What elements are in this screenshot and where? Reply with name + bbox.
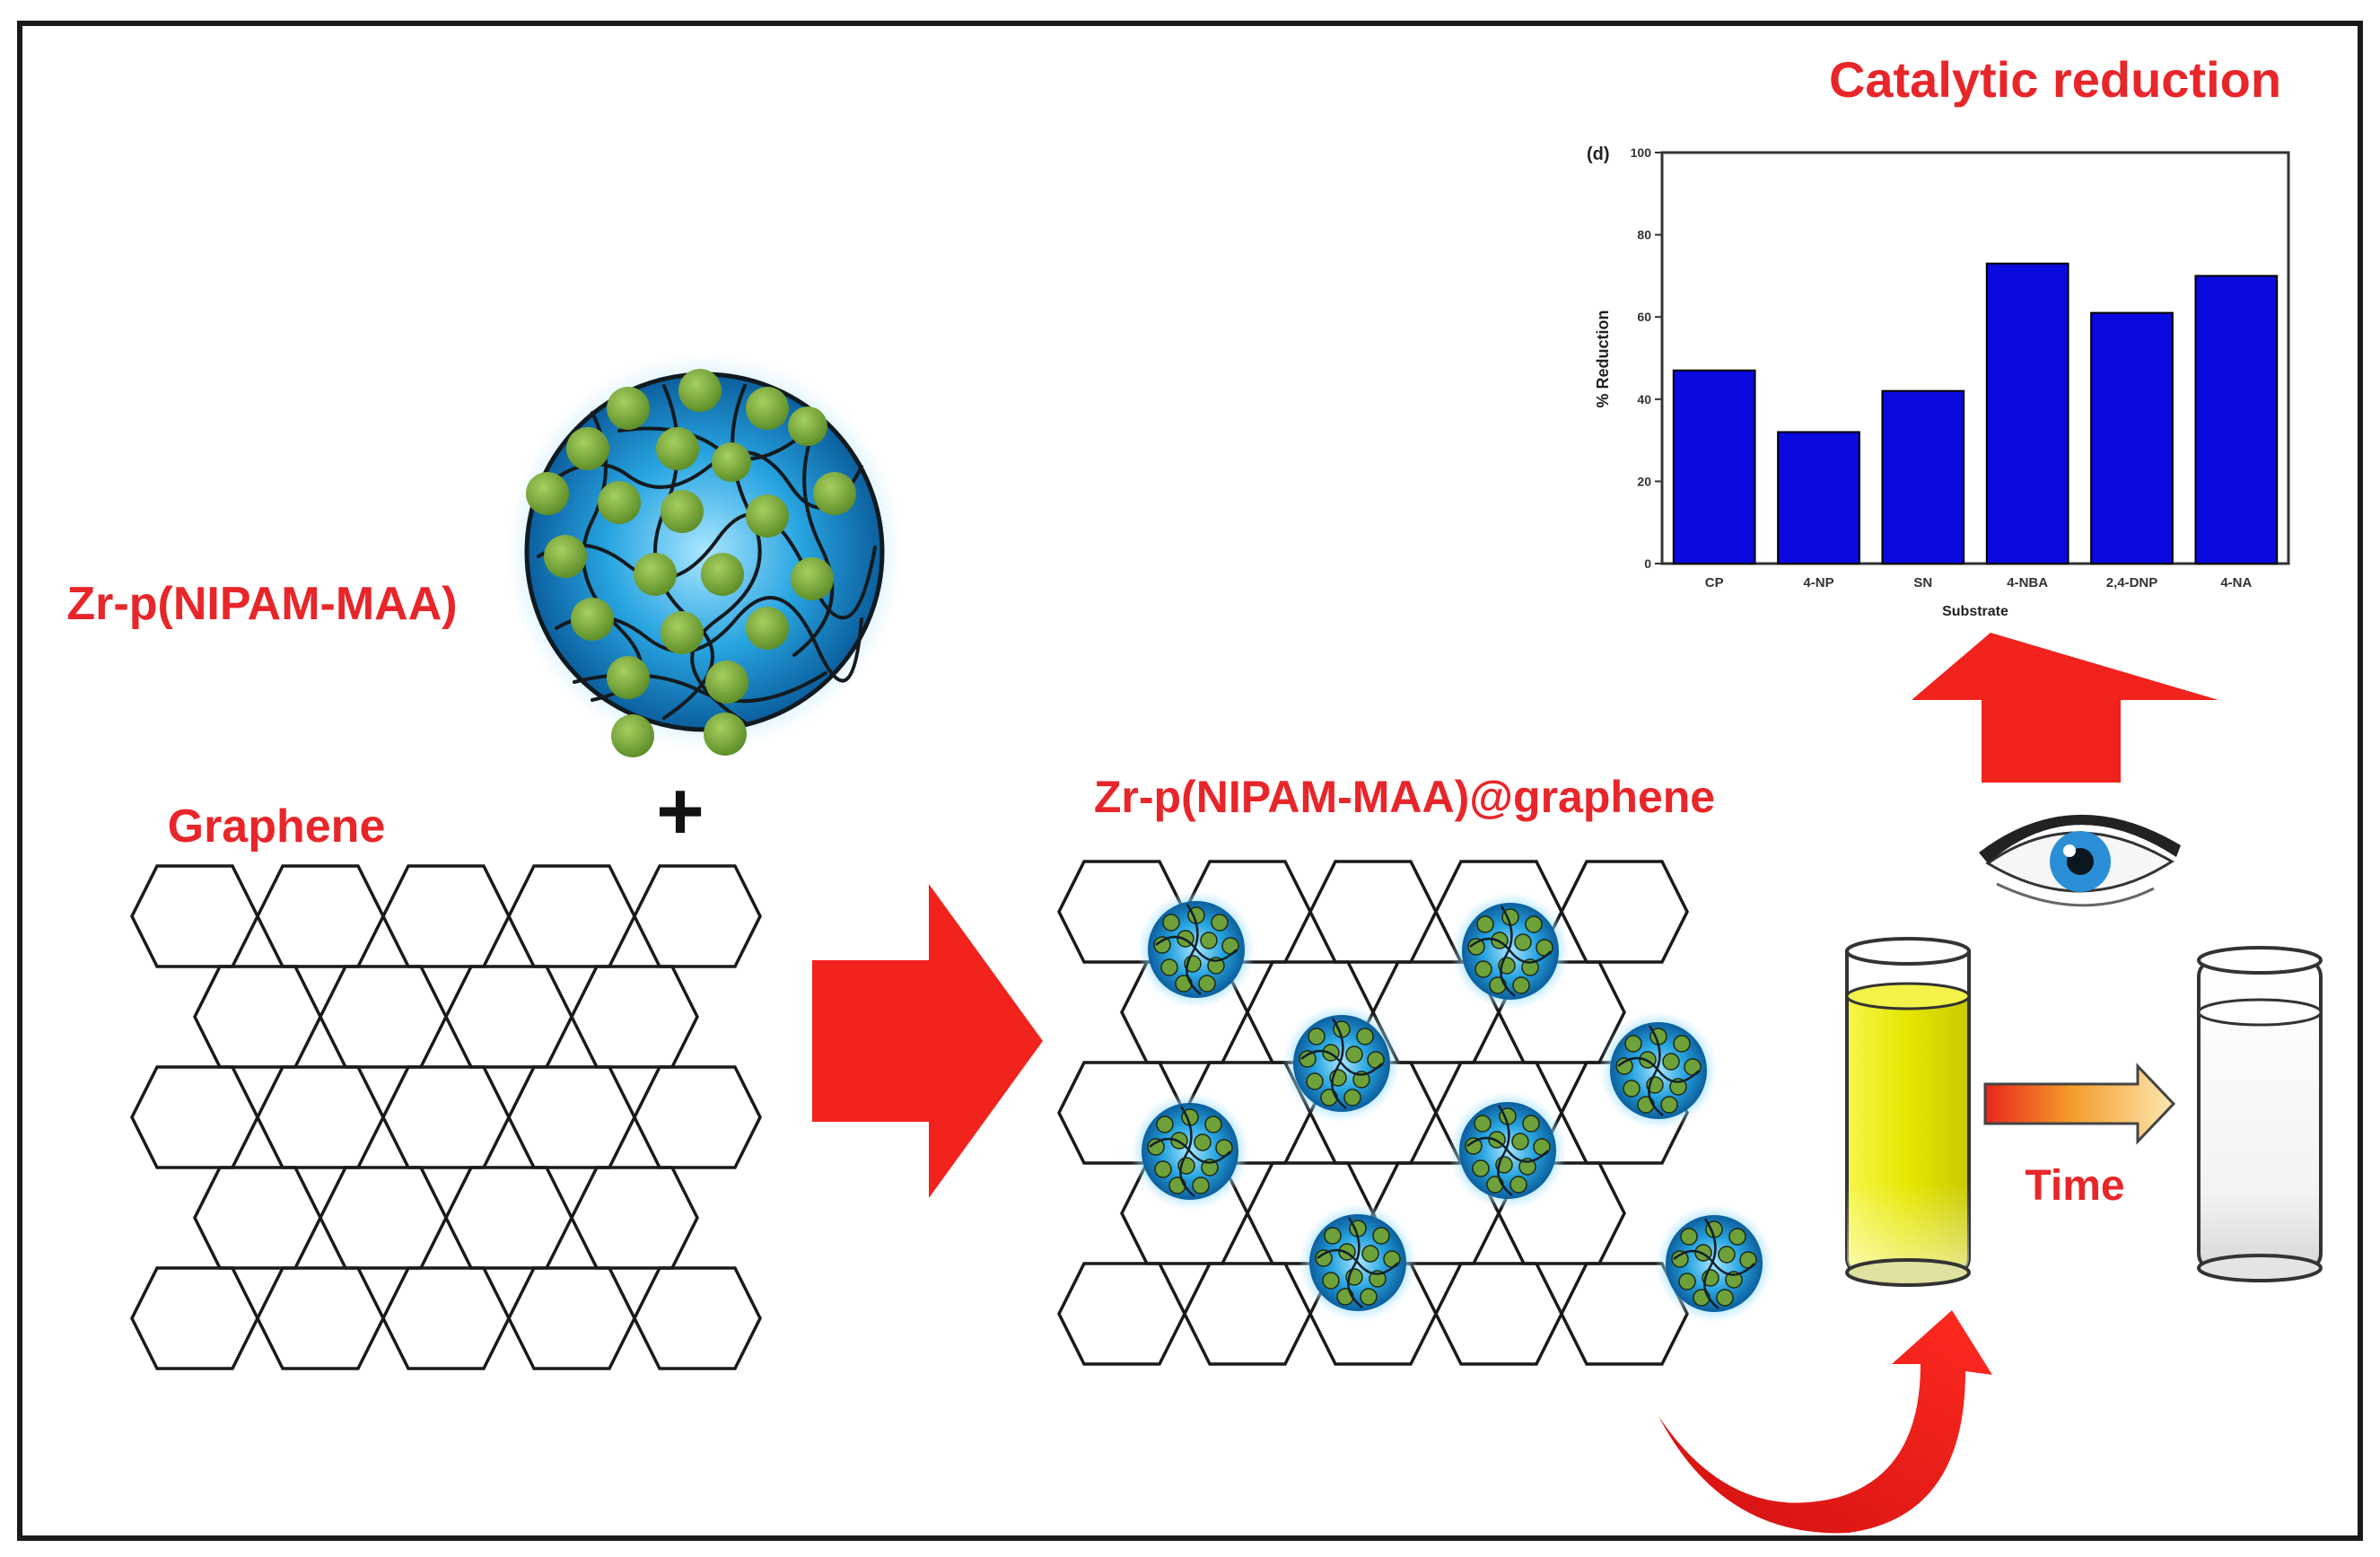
process-arrow — [812, 884, 1043, 1198]
panel-label: (d) — [1587, 144, 1610, 164]
bar-4-na — [2194, 275, 2279, 564]
composite-label: Zr-p(NIPAM-MAA)@graphene — [1094, 772, 1715, 822]
loaded-microgel — [1282, 1004, 1401, 1123]
x-tick-label-3: 4-NBA — [2007, 575, 2048, 590]
y-tick-label-5: 100 — [1631, 145, 1652, 160]
loaded-microgel — [1131, 1092, 1249, 1211]
bar-2-4-dnp — [2090, 311, 2174, 564]
time-arrow — [1983, 1063, 2176, 1145]
y-tick-label-4: 80 — [1637, 228, 1651, 242]
graphene-label: Graphene — [168, 800, 386, 853]
loaded-microgel — [1451, 892, 1570, 1010]
loaded-microgel — [1448, 1091, 1567, 1210]
bar-chart: (d) % Reduction Substrate 0 20 40 60 80 100CP… — [1587, 144, 2290, 619]
loaded-microgel — [1137, 890, 1256, 1009]
up-arrow — [1912, 633, 2218, 783]
x-tick-label-4: 2,4-DNP — [2106, 575, 2158, 590]
loaded-microgel — [1655, 1204, 1773, 1323]
loaded-microgels — [1131, 890, 1773, 1323]
x-tick-label-5: 4-NA — [2220, 575, 2252, 590]
y-axis-label: % Reduction — [1594, 310, 1612, 407]
title-label: Catalytic reduction — [1829, 51, 2281, 108]
bar-4-nba — [1985, 262, 2069, 564]
loaded-microgel — [1599, 1011, 1718, 1130]
loaded-microgel — [1299, 1203, 1417, 1322]
x-tick-label-2: SN — [1913, 575, 1932, 590]
curved-arrow — [1658, 1310, 1992, 1534]
y-tick-label-1: 20 — [1637, 474, 1651, 488]
x-tick-label-1: 4-NP — [1803, 575, 1833, 590]
microgel-label: Zr-p(NIPAM-MAA) — [66, 578, 457, 630]
chart-frame — [1660, 151, 2290, 565]
graphene-lattice — [130, 864, 762, 1370]
bar-cp — [1672, 369, 1756, 564]
x-tick-label-0: CP — [1705, 575, 1724, 590]
clear-vial — [2197, 946, 2323, 1282]
eye-icon — [1979, 814, 2181, 907]
y-tick-label-2: 40 — [1637, 392, 1651, 407]
bar-4-np — [1777, 431, 1860, 564]
x-axis-label: Substrate — [1942, 604, 2008, 619]
plus-sign: + — [656, 765, 704, 857]
yellow-vial — [1845, 937, 1971, 1287]
time-label: Time — [2025, 1162, 2124, 1210]
figure-frame — [17, 21, 2363, 1541]
microgel-sphere — [505, 353, 904, 757]
y-tick-label-0: 0 — [1644, 556, 1651, 571]
y-tick-label-3: 60 — [1637, 310, 1651, 324]
bar-sn — [1881, 389, 1965, 565]
